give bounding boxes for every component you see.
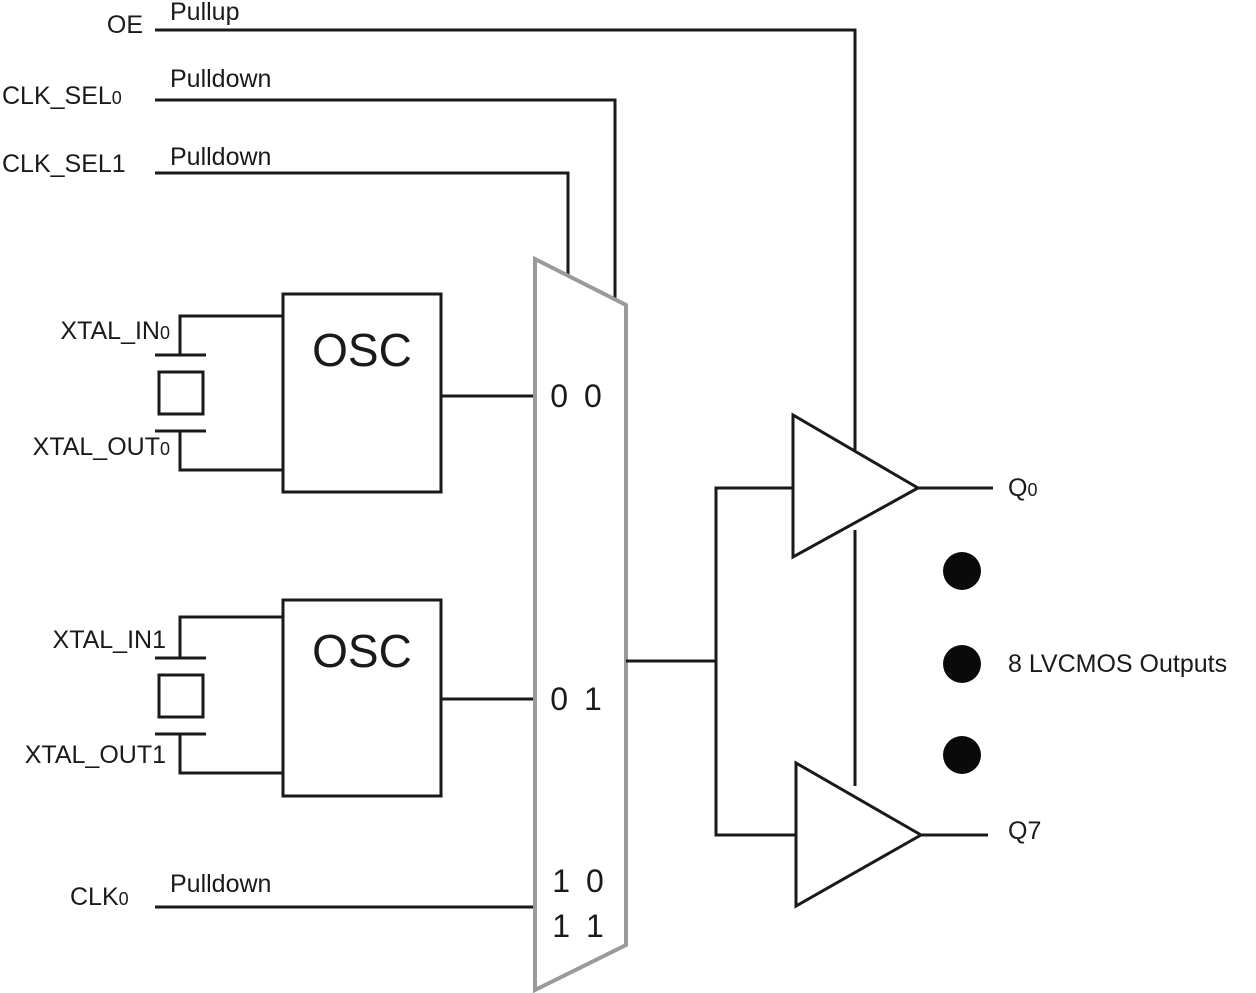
mux-select-10: 1 0: [552, 863, 604, 899]
mux-select-11: 1 1: [552, 908, 604, 944]
oe-input: OE Pullup: [107, 0, 857, 450]
ellipsis-dot-2: [943, 645, 981, 683]
clk-sel0-input: CLK_SEL0 Pulldown: [2, 65, 617, 298]
osc1-label: OSC: [312, 625, 412, 677]
q0-label: Q0: [1008, 474, 1037, 502]
mux-select-00: 0 0: [550, 378, 602, 414]
xtal-out1-wire: [178, 734, 283, 775]
oe-label: OE: [107, 11, 143, 39]
clk-sel0-label: CLK_SEL0: [2, 82, 122, 110]
ellipsis-dot-3: [943, 736, 981, 774]
clk-sel0-wire: [155, 98, 617, 298]
mux-select-01: 0 1: [550, 681, 602, 717]
osc0-label: OSC: [312, 324, 412, 376]
q7-label: Q7: [1008, 817, 1041, 845]
clk-sel1-pulldown-label: Pulldown: [170, 143, 271, 171]
buffer-q0: [791, 412, 922, 560]
oe-wire: [155, 28, 857, 450]
buffer-fanout-wire: [714, 486, 796, 837]
xtal-out1-label: XTAL_OUT1: [25, 741, 166, 769]
crystal-0: XTAL_IN0 XTAL_OUT0 OSC: [33, 292, 535, 494]
clk-sel1-input: CLK_SEL1 Pulldown: [2, 143, 570, 276]
clk-sel1-label: CLK_SEL1: [2, 150, 126, 178]
crystal-1: XTAL_IN1 XTAL_OUT1 OSC: [25, 598, 535, 798]
clk-sel1-wire: [155, 171, 570, 276]
crystal1-body: [157, 673, 205, 719]
crystal0-body: [157, 370, 205, 416]
xtal-out0-label: XTAL_OUT0: [33, 433, 170, 461]
outputs-count-label: 8 LVCMOS Outputs: [1008, 650, 1227, 678]
buffer-q7: [794, 760, 925, 909]
oe-pullup-label: Pullup: [170, 0, 240, 26]
output-buffers: Q0 Q7 8 LVCMOS Outputs: [791, 412, 1227, 909]
clk0-label: CLK0: [70, 883, 129, 911]
xtal-in1-label: XTAL_IN1: [53, 626, 166, 654]
clock-mux: 0 0 0 1 1 0 1 1: [533, 255, 796, 993]
ellipsis-dot-1: [943, 552, 981, 590]
xtal-in0-wire: [178, 314, 283, 355]
clk0-input: CLK0 Pulldown: [70, 870, 535, 911]
xtal-in1-wire: [178, 615, 283, 658]
xtal-in0-label: XTAL_IN0: [60, 317, 170, 345]
xtal-out0-wire: [178, 431, 283, 472]
clk0-pulldown-label: Pulldown: [170, 870, 271, 898]
osc1-block: [281, 598, 443, 798]
clk-sel0-pulldown-label: Pulldown: [170, 65, 271, 93]
osc0-block: [281, 292, 443, 494]
mux-body: [533, 255, 628, 993]
